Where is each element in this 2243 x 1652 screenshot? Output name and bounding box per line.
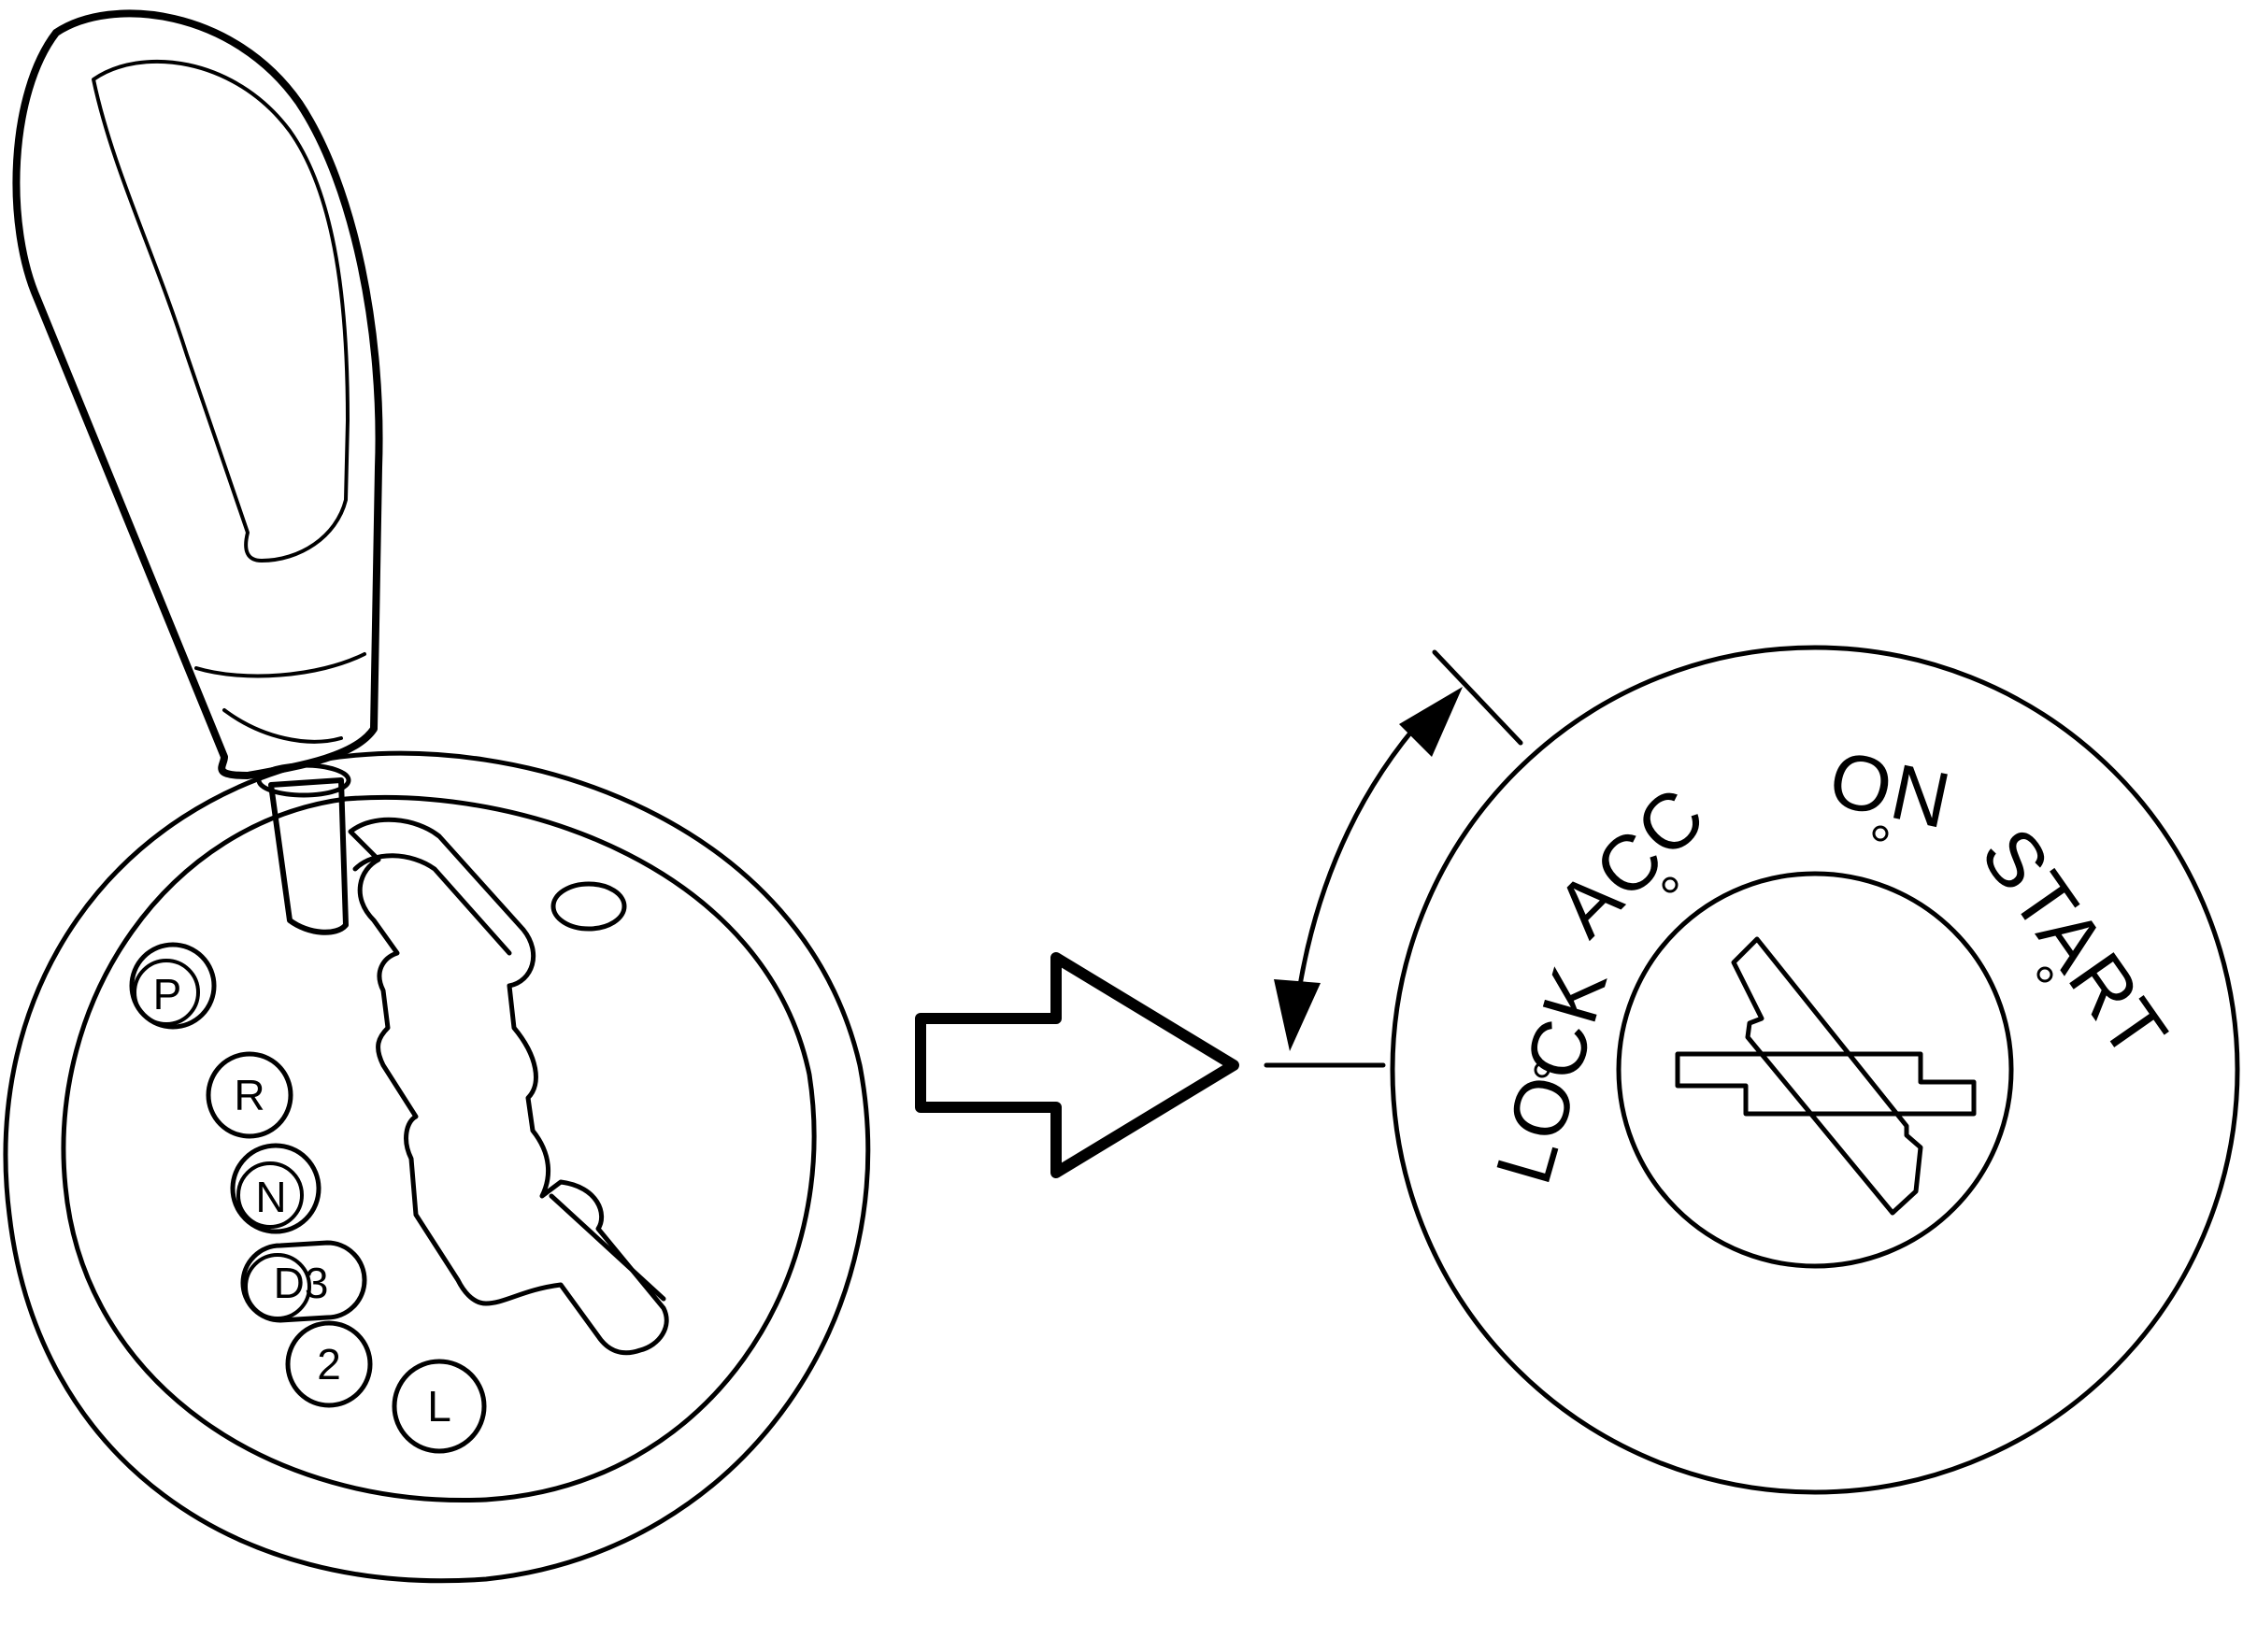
position-dot-lock — [1534, 1061, 1550, 1078]
rotation-arc-arrow-icon — [1274, 687, 1463, 1051]
shift-gate-slot — [348, 817, 669, 1356]
key-slot-icon — [1675, 936, 1977, 1216]
ignition-label-acc: ACC — [1539, 770, 1722, 953]
ignition-switch: LOCK ACC ON START — [1264, 645, 2240, 1495]
svg-text:R: R — [234, 1071, 264, 1119]
ignition-label-start: START — [1964, 812, 2185, 1075]
gear-p: P — [129, 942, 217, 1030]
right-arrow-icon — [915, 952, 1239, 1178]
shift-lever-shaft — [268, 777, 349, 935]
gear-d3: D3 — [240, 1240, 367, 1323]
shifter-bezel-outer — [3, 750, 871, 1584]
shifter-panel-inner — [61, 794, 817, 1503]
reference-tick-acc — [1432, 649, 1523, 746]
shifter-indicator-lamp — [550, 881, 627, 932]
position-dot-on — [1872, 825, 1889, 842]
gear-r: R — [206, 1051, 293, 1139]
ignition-label-on: ON — [1822, 734, 1960, 846]
gear-2: 2 — [285, 1320, 373, 1408]
ignition-cylinder — [1616, 871, 2014, 1269]
svg-text:D3: D3 — [274, 1259, 329, 1307]
svg-text:P: P — [153, 970, 182, 1018]
ignition-label-lock: LOCK — [1479, 956, 1624, 1192]
svg-text:N: N — [255, 1173, 286, 1221]
svg-text:L: L — [427, 1382, 451, 1431]
gear-l: L — [392, 1359, 487, 1454]
position-dot-start — [2036, 966, 2053, 983]
shift-lever-handle — [12, 9, 383, 779]
gear-n: N — [230, 1143, 321, 1234]
shift-lever-assembly: P R N D3 2 L — [3, 9, 871, 1584]
svg-text:2: 2 — [317, 1340, 341, 1389]
ignition-dial-outer — [1390, 645, 2240, 1495]
position-dot-acc — [1662, 876, 1679, 893]
